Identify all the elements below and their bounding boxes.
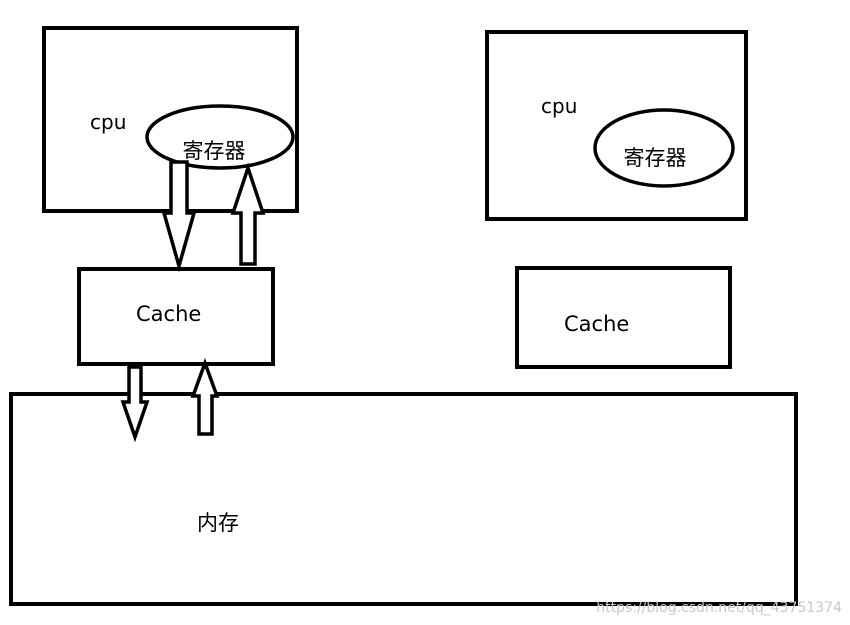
register-to-cache-arrow: [161, 160, 197, 273]
left-register-ellipse: [145, 104, 295, 170]
right-cache-box: [515, 266, 732, 369]
watermark-text: https://blog.csdn.net/qq_43751374: [596, 600, 842, 616]
left-register-label: 寄存器: [183, 139, 246, 163]
memory-label: 内存: [197, 511, 239, 535]
right-register-ellipse: [593, 108, 735, 188]
right-register-label: 寄存器: [624, 146, 687, 170]
right-cpu-label: cpu: [541, 94, 577, 118]
left-cache-label: Cache: [136, 302, 201, 326]
memory-box: [9, 392, 798, 606]
left-cpu-label: cpu: [90, 110, 126, 134]
memory-to-cache-arrow: [190, 357, 220, 436]
left-cache-box: [77, 267, 275, 366]
right-cpu-box: [485, 30, 748, 221]
cache-to-memory-arrow: [120, 365, 150, 443]
cache-to-register-arrow: [230, 162, 266, 266]
right-cache-label: Cache: [564, 312, 629, 336]
